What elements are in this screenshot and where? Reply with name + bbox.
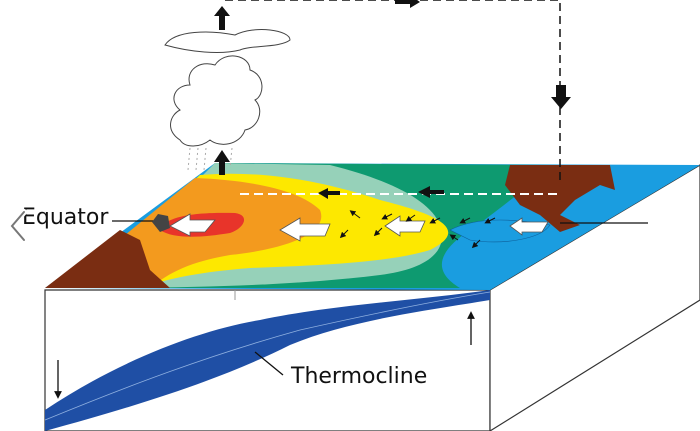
trade-wind-arrows [169, 213, 549, 242]
land-east [505, 165, 615, 232]
circulation-loop [225, 0, 561, 185]
previous-button[interactable] [6, 208, 32, 244]
thermocline-label: Thermocline [291, 364, 428, 389]
chevron-left-icon [8, 209, 27, 243]
rain [187, 147, 233, 171]
equator-label: Equator [22, 205, 109, 230]
cloud-icon [164, 29, 291, 147]
thermocline-layer [45, 290, 490, 431]
small-current-arrows [339, 210, 496, 249]
right-face [489, 164, 700, 431]
land-west [45, 230, 170, 288]
circulation-arrows [214, 0, 571, 199]
